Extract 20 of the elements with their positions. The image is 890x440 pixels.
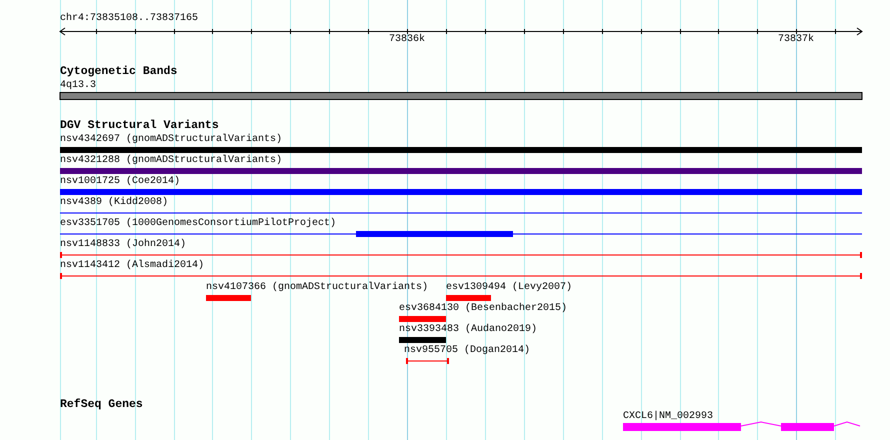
feature-label: nsv955705 (Dogan2014) (404, 345, 530, 357)
feature-label: nsv4107366 (gnomADStructuralVariants) (206, 282, 428, 294)
feature-label: nsv1148833 (John2014) (60, 239, 186, 251)
feature-label: nsv1143412 (Alsmadi2014) (60, 260, 204, 272)
feature-label: nsv4342697 (gnomADStructuralVariants) (60, 134, 282, 146)
feature-label: nsv4321288 (gnomADStructuralVariants) (60, 155, 282, 167)
tick-label: 73836k (389, 34, 425, 46)
track-title: RefSeq Genes (60, 399, 143, 411)
position-label: chr4:73835108..73837165 (60, 13, 198, 25)
feature-label: nsv4389 (Kidd2008) (60, 197, 168, 209)
feature-label: CXCL6|NM_002993 (623, 411, 714, 423)
tick-label: 73837k (778, 34, 814, 46)
feature-label: esv3351705 (1000GenomesConsortiumPilotProject) (60, 218, 336, 230)
feature-label: nsv1001725 (Coe2014) (60, 176, 180, 188)
track-title: DGV Structural Variants (60, 120, 219, 132)
track-title: Cytogenetic Bands (60, 66, 178, 78)
feature-label: nsv3393483 (Audano2019) (399, 324, 538, 336)
feature-label: 4q13.3 (60, 80, 96, 92)
feature-label: esv3684130 (Besenbacher2015) (399, 303, 568, 315)
feature-label: esv1309494 (Levy2007) (446, 282, 572, 294)
